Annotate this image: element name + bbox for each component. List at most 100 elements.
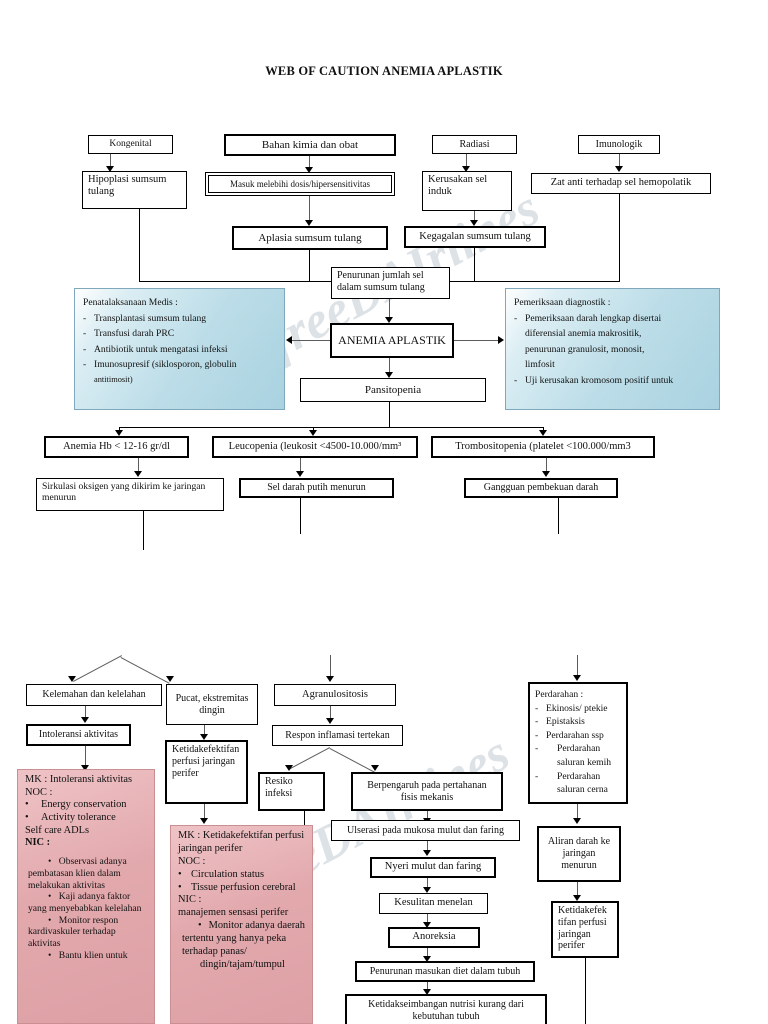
list-item: -Perdarahan ssp: [535, 729, 604, 741]
node-bahan-kimia-dan-obat[interactable]: Bahan kimia dan obat: [224, 134, 396, 156]
connector-arrow: [572, 895, 581, 901]
node-pucat-ekstremitas-dingin[interactable]: Pucat, ekstremitas dingin: [166, 684, 258, 725]
noc-label: NOC :: [25, 786, 53, 798]
connector-arrow: [498, 335, 504, 344]
connector-arrow: [422, 887, 431, 893]
list-item: -Imunosupresif (siklosporon, globulin: [83, 359, 237, 371]
node-penurunan-jumlah-sel[interactable]: Penurunan jumlah sel dalam sumsum tulang: [331, 267, 450, 299]
connector-arrow: [295, 471, 304, 477]
node-intoleransi-aktivitas[interactable]: Intoleransi aktivitas: [26, 724, 131, 746]
connector-line: [309, 250, 310, 281]
node-sirkulasi-oksigen-menurun[interactable]: Sirkulasi oksigen yang dikirim ke jaring…: [36, 478, 224, 511]
node-agranulositosis[interactable]: Agranulositosis: [274, 684, 396, 706]
connector-arrow: [541, 471, 550, 477]
node-kegagalan-sumsum-tulang[interactable]: Kegagalan sumsum tulang: [404, 226, 546, 248]
connector-line: [292, 340, 330, 341]
node-sel-darah-putih-menurun[interactable]: Sel darah putih menurun: [239, 478, 394, 498]
nic-sub: manajemen sensasi perifer: [178, 907, 289, 919]
connector-line: [619, 194, 620, 281]
connector-arrow: [286, 335, 292, 344]
connector-arrow: [325, 676, 334, 682]
list-item: -Transplantasi sumsum tulang: [83, 312, 207, 324]
connector-line: [85, 706, 86, 720]
connector-line: [309, 156, 310, 169]
node-radiasi[interactable]: Radiasi: [432, 135, 517, 154]
connector-line: [330, 706, 331, 721]
node-trombositopenia[interactable]: Trombositopenia (platelet <100.000/mm3: [431, 436, 655, 458]
node-leucopenia[interactable]: Leucopenia (leukosit <4500-10.000/mm³: [212, 436, 418, 458]
connector-arrow: [80, 765, 89, 771]
list-item-line: limfosit: [525, 359, 555, 371]
list-item: • Monitor adanya daerah tertentu yang ha…: [182, 920, 305, 958]
connector-arrow: [384, 317, 393, 323]
connector-arrow: [80, 717, 89, 723]
noc-extra: Self care ADLs: [25, 824, 90, 836]
panel-heading: Pemeriksaan diagnostik :: [514, 297, 611, 308]
nic-label: NIC :: [178, 894, 202, 906]
node-anemia-hb[interactable]: Anemia Hb < 12-16 gr/dl: [44, 436, 189, 458]
node-penurunan-masukan-diet[interactable]: Penurunan masukan diet dalam tubuh: [355, 961, 535, 982]
connector-arrow: [166, 676, 174, 682]
node-masuk-melebihi-dosis[interactable]: Masuk melebihi dosis/hipersensitivitas: [205, 172, 395, 196]
node-respon-inflamasi-tertekan[interactable]: Respon inflamasi tertekan: [272, 725, 403, 746]
connector-line: [577, 882, 578, 899]
node-berpengaruh-pertahanan-fisis[interactable]: Berpengaruh pada pertahanan fisis mekani…: [351, 772, 503, 811]
connector-line: [204, 804, 205, 822]
list-item: • Monitor respon kardivaskuler terhadap …: [28, 914, 119, 950]
node-ketidakefektifan-perfusi-perifer-right[interactable]: Ketidakefek tifan perfusi jaringan perif…: [551, 901, 619, 958]
panel-mk-intoleransi-aktivitas: MK : Intoleransi aktivitas NOC : •Energy…: [17, 769, 155, 1024]
connector-arrow: [308, 430, 317, 436]
node-ulserasi-mukosa[interactable]: Ulserasi pada mukosa mulut dan faring: [331, 820, 520, 841]
node-anemia-aplastik[interactable]: ANEMIA APLASTIK: [330, 323, 454, 358]
list-item: • Bantu klien untuk: [48, 949, 128, 961]
node-perdarahan-list[interactable]: Perdarahan : -Ekinosis/ ptekie -Epistaks…: [528, 682, 628, 804]
connector-line: [474, 211, 475, 223]
list-item-continuation: antitimosit): [94, 374, 133, 384]
connector-line: [204, 725, 205, 737]
node-aplasia-sumsum-tulang[interactable]: Aplasia sumsum tulang: [232, 226, 388, 250]
node-ketidakseimbangan-nutrisi[interactable]: Ketidakseimbangan nutrisi kurang dari ke…: [345, 994, 547, 1024]
connector-line: [427, 982, 428, 991]
node-kelemahan-dan-kelelahan[interactable]: Kelemahan dan kelelahan: [26, 684, 162, 706]
connector-line: [119, 427, 543, 428]
node-ketidakefektifan-perfusi-jaringan-perifer[interactable]: Ketidakefektifan perfusi jaringan perife…: [165, 740, 248, 804]
connector-line: [120, 657, 170, 684]
node-anoreksia[interactable]: Anoreksia: [388, 927, 480, 948]
panel-penatalaksanaan-medis: Penatalaksanaan Medis : -Transplantasi s…: [74, 288, 285, 410]
node-nyeri-mulut-faring[interactable]: Nyeri mulut dan faring: [370, 857, 496, 878]
panel-mk-ketidakefektifan-perfusi: MK : Ketidakefektifan perfusi jaringan p…: [170, 825, 313, 1024]
list-item: -Pemeriksaan darah lengkap disertai: [514, 312, 662, 324]
node-aliran-darah-menurun[interactable]: Aliran darah ke jaringan menurun: [537, 826, 621, 882]
list-item: •Activity tolerance: [25, 812, 116, 824]
connector-line: [300, 498, 301, 534]
node-resiko-infeksi[interactable]: Resiko infeksi: [258, 772, 325, 811]
connector-line: [427, 878, 428, 889]
list-item: • Kaji adanya faktor yang menyebabkan ke…: [28, 891, 142, 914]
node-hipoplasi-sumsum-tulang[interactable]: Hipoplasi sumsum tulang: [82, 171, 187, 209]
connector-line: [427, 948, 428, 958]
connector-line: [577, 655, 578, 678]
node-zat-anti-sel-hemopolatik[interactable]: Zat anti terhadap sel hemopolatik: [531, 173, 711, 194]
connector-arrow: [422, 956, 431, 962]
node-gangguan-pembekuan-darah[interactable]: Gangguan pembekuan darah: [464, 478, 618, 498]
node-kesulitan-menelan[interactable]: Kesulitan menelan: [379, 893, 488, 914]
connector-line: [389, 358, 390, 375]
connector-line: [466, 154, 467, 168]
node-kerusakan-sel-induk[interactable]: Kerusakan sel induk: [422, 171, 512, 211]
node-kongenital[interactable]: Kongenital: [88, 135, 173, 154]
connector-line: [389, 402, 390, 427]
panel-heading: MK : Intoleransi aktivitas: [25, 774, 133, 785]
node-imunologik[interactable]: Imunologik: [578, 135, 660, 154]
connector-line: [427, 811, 428, 821]
connector-arrow: [422, 922, 431, 928]
connector-arrow: [572, 675, 581, 681]
connector-line: [309, 196, 310, 223]
connector-line: [139, 209, 140, 281]
connector-arrow: [304, 220, 313, 226]
list-item: •Energy conservation: [25, 799, 127, 811]
connector-arrow: [199, 734, 208, 740]
node-pansitopenia[interactable]: Pansitopenia: [300, 378, 486, 402]
list-item: •Circulation status: [178, 868, 265, 880]
panel-pemeriksaan-diagnostik: Pemeriksaan diagnostik : -Pemeriksaan da…: [505, 288, 720, 410]
connector-arrow: [304, 167, 313, 173]
